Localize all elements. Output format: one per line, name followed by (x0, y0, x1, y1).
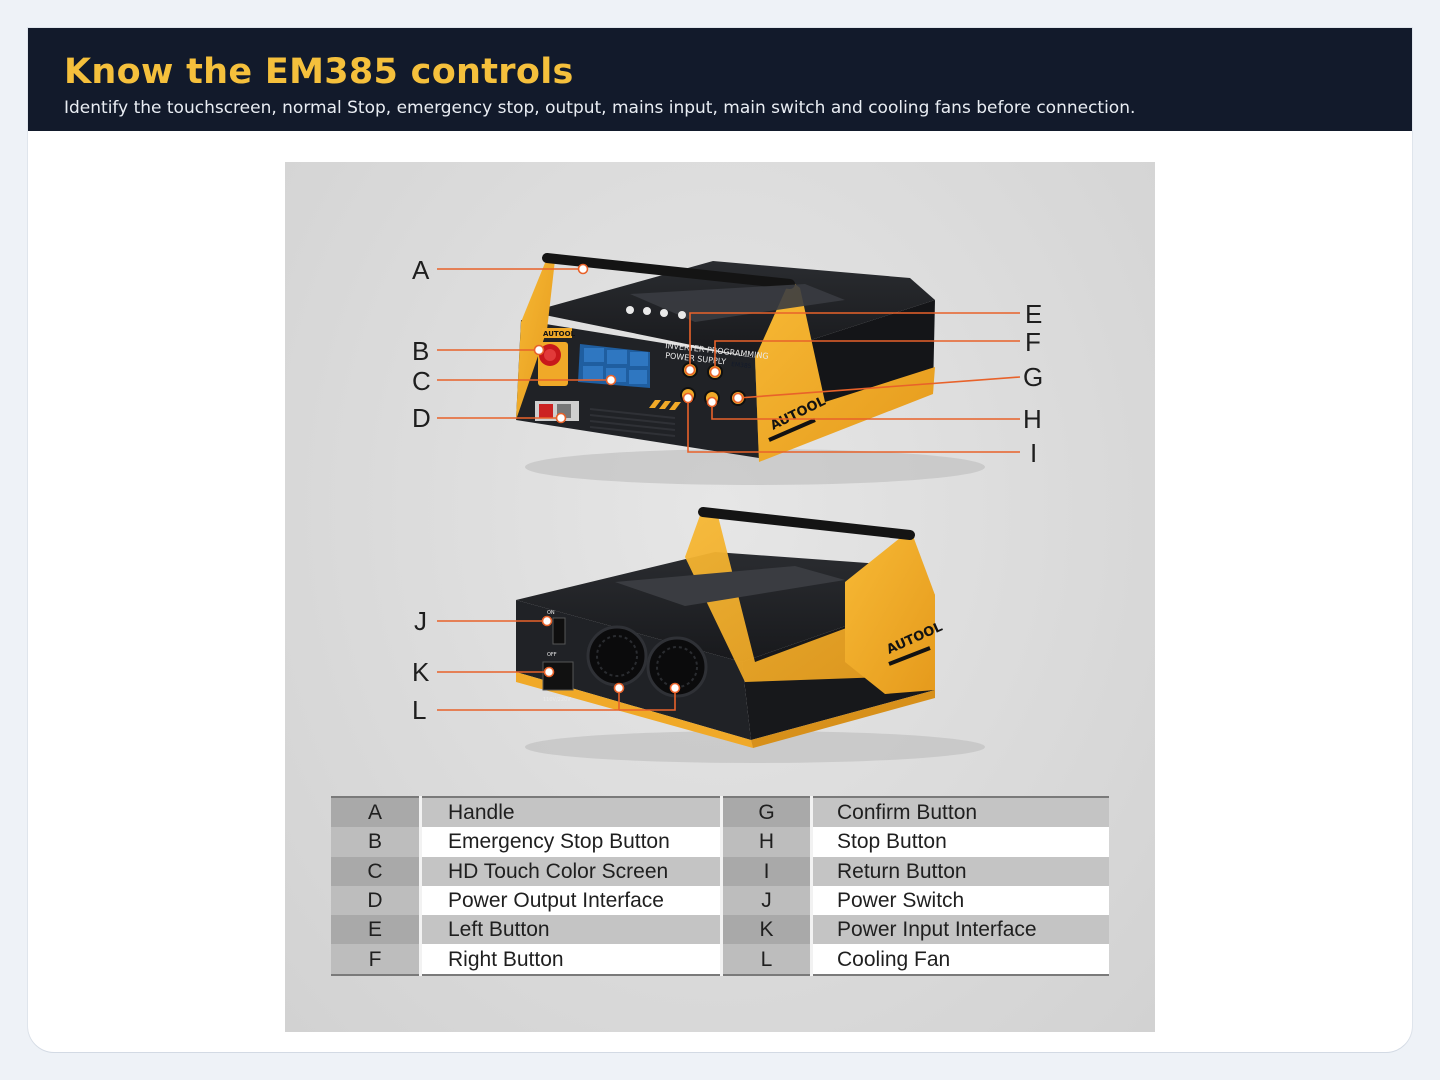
legend-key: K (720, 915, 813, 945)
legend-value: Left Button (420, 915, 722, 945)
legend-key: G (720, 797, 813, 828)
device-illustration: INVERTER PROGRAMMING POWER SUPPLY EM385 … (437, 253, 1021, 763)
legend-key: B (331, 827, 422, 857)
legend-value: Return Button (811, 856, 1109, 886)
callout-g: G (1023, 362, 1044, 392)
callout-i: I (1030, 438, 1038, 468)
callout-f: F (1025, 327, 1041, 357)
rear-switch-on: ON (547, 610, 555, 616)
legend-key: H (720, 827, 813, 857)
rear-switch-off: OFF (547, 652, 557, 658)
front-brand-mini: AUTOOL (543, 330, 576, 338)
callout-d: D (412, 403, 431, 433)
front-unit: INVERTER PROGRAMMING POWER SUPPLY EM385 … (516, 253, 985, 485)
legend-row: F Right Button L Cooling Fan (331, 944, 1109, 975)
legend-value: HD Touch Color Screen (420, 856, 722, 886)
controls-diagram: INVERTER PROGRAMMING POWER SUPPLY EM385 … (285, 162, 1155, 1032)
legend-value: Right Button (420, 944, 722, 975)
legend-value: Power Input Interface (811, 915, 1109, 945)
legend-value: Cooling Fan (811, 944, 1109, 975)
legend-key: F (331, 944, 422, 975)
legend-value: Handle (420, 797, 722, 828)
callout-dots (533, 263, 744, 694)
legend-value: Power Switch (811, 885, 1109, 916)
legend-key: E (331, 915, 422, 945)
callout-c: C (412, 366, 431, 396)
callout-a: A (412, 255, 430, 285)
legend-row: C HD Touch Color Screen I Return Button (331, 856, 1109, 886)
legend-key: L (720, 944, 813, 975)
legend-row: E Left Button K Power Input Interface (331, 915, 1109, 945)
page-header: Know the EM385 controls Identify the tou… (28, 28, 1412, 131)
legend-key: J (720, 885, 813, 916)
legend-value: Power Output Interface (420, 885, 722, 916)
legend-row: A Handle G Confirm Button (331, 797, 1109, 828)
front-model-badge: EM385 (731, 361, 752, 370)
legend-key: D (331, 885, 422, 916)
legend-key: A (331, 797, 422, 828)
callout-k: K (412, 657, 430, 687)
legend-value: Emergency Stop Button (420, 827, 722, 857)
rear-unit: ON OFF 110V/220V AUTOOL (516, 507, 985, 763)
legend-row: B Emergency Stop Button H Stop Button (331, 827, 1109, 857)
content-card: Know the EM385 controls Identify the tou… (28, 28, 1412, 1052)
legend-key: C (331, 856, 422, 886)
page-subtitle: Identify the touchscreen, normal Stop, e… (64, 98, 1136, 118)
controls-legend-table: A Handle G Confirm Button B Emergency St… (331, 796, 1109, 976)
callout-e: E (1025, 299, 1043, 329)
legend-key: I (720, 856, 813, 886)
callout-l: L (412, 695, 427, 725)
legend-row: D Power Output Interface J Power Switch (331, 885, 1109, 916)
callout-h: H (1023, 404, 1042, 434)
callout-j: J (414, 606, 427, 636)
rear-voltage: 110V/220V (543, 697, 571, 703)
callout-b: B (412, 336, 430, 366)
page-title: Know the EM385 controls (64, 52, 574, 92)
legend-value: Stop Button (811, 827, 1109, 857)
legend-value: Confirm Button (811, 797, 1109, 828)
